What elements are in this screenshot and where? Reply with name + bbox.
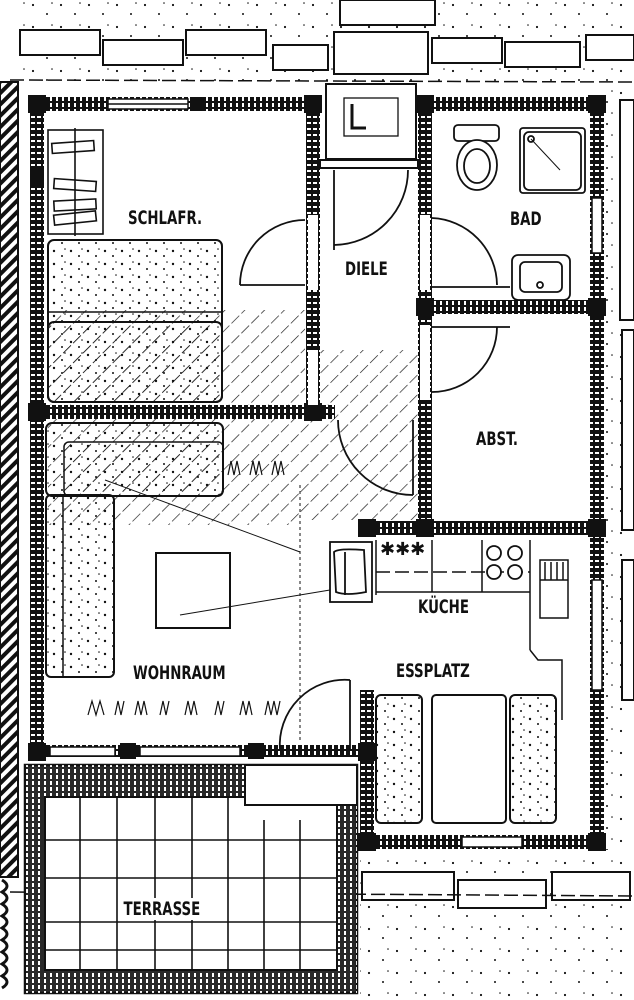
room-label-diele: DIELE [345,258,388,280]
walls [28,95,606,851]
gravel-right [600,90,634,850]
double-bed [47,239,223,403]
entrance-porch [319,83,419,169]
wardrobe [47,128,104,236]
gravel-bottom [9,860,634,1000]
shower [519,127,586,194]
boundary-wall-left [0,81,19,878]
room-label-schlafr: SCHLAFR. [128,207,203,229]
kitchen-symbol: ✱✱✱ [380,539,425,560]
washbasin [511,254,571,301]
room-label-kueche: KÜCHE [418,596,469,618]
terrace [23,763,359,995]
rug-fringe [87,460,285,718]
kitchen-counter [375,540,569,720]
door-swings [239,169,510,751]
sight-lines [104,479,331,740]
room-label-terrasse: TERRASSE [122,898,202,920]
coffee-table [155,552,231,629]
refrigerator [329,541,373,603]
room-label-wohnraum: WOHNRAUM [133,662,226,684]
gravel-top [9,0,634,85]
dining-benches [375,694,557,824]
toilet [453,124,500,191]
stove [486,545,523,580]
room-label-abst: ABST. [476,428,518,450]
room-label-bad: BAD [510,208,542,230]
boundary-fence-left [0,878,9,990]
room-label-essplatz: ESSPLATZ [396,660,470,682]
sofa [45,422,224,678]
